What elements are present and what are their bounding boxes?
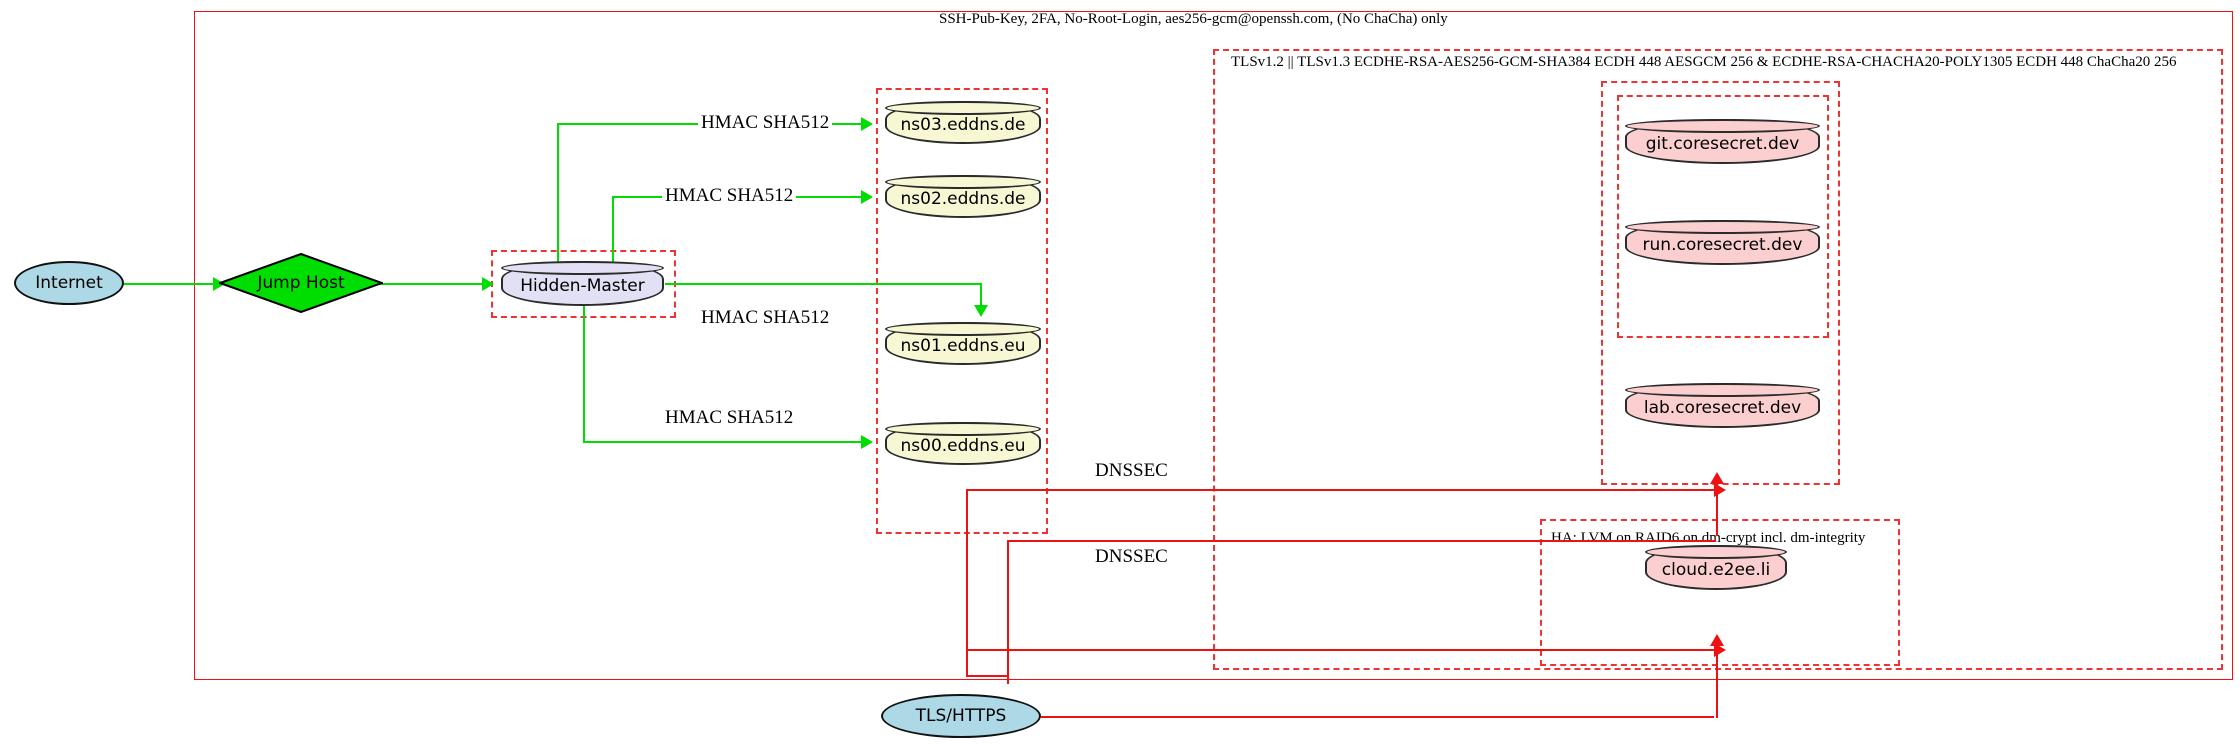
redge-dnssec-2-to-ellipse	[966, 675, 1009, 677]
node-lab-coresecret-label: lab.coresecret.dev	[1643, 397, 1802, 418]
edge-internet-to-jumphost	[92, 283, 219, 285]
arrowhead-hiddenmaster-in	[482, 277, 494, 291]
cylinder-cap-icon	[885, 101, 1041, 115]
diamond-shape-icon	[219, 253, 383, 313]
arrowhead-ns01-in	[974, 305, 988, 317]
redge-tlshttps-riser	[1716, 646, 1718, 718]
edge-hm-to-ns01-vertical	[980, 283, 982, 307]
node-cloud-e2ee-label: cloud.e2ee.li	[1661, 559, 1771, 580]
edge-hm-to-ns00-horizontal	[583, 441, 865, 443]
node-ns00-label: ns00.eddns.eu	[900, 435, 1026, 456]
arrowhead-lower-up	[1710, 634, 1724, 646]
node-cloud-e2ee[interactable]: cloud.e2ee.li	[1645, 545, 1787, 590]
cylinder-cap-icon	[1625, 220, 1820, 234]
cluster-ha-label: HA: LVM on RAID6 on dm-crypt incl. dm-in…	[1551, 530, 1866, 546]
arrowhead-lower-right	[1714, 643, 1726, 657]
cluster-tls-label: TLSv1.2 || TLSv1.3 ECDHE-RSA-AES256-GCM-…	[1231, 54, 2177, 70]
node-lab-coresecret[interactable]: lab.coresecret.dev	[1625, 383, 1820, 428]
cylinder-cap-icon	[501, 261, 664, 275]
node-ns00[interactable]: ns00.eddns.eu	[885, 422, 1041, 465]
redge-dnssec-1-left-vertical	[966, 489, 968, 675]
cylinder-cap-icon	[885, 322, 1041, 336]
arrowhead-jumphost-in	[213, 277, 225, 291]
edge-label-hmac-ns03: HMAC SHA512	[698, 112, 833, 134]
node-git-coresecret-label: git.coresecret.dev	[1645, 133, 1800, 154]
node-run-coresecret-label: run.coresecret.dev	[1642, 234, 1803, 255]
node-tls-https[interactable]: TLS/HTTPS	[881, 694, 1041, 738]
node-internet-label: Internet	[35, 273, 103, 293]
edge-label-hmac-ns01: HMAC SHA512	[698, 307, 833, 329]
edge-label-dnssec-2: DNSSEC	[1092, 546, 1171, 568]
node-tls-https-label: TLS/HTTPS	[915, 706, 1007, 726]
node-run-coresecret[interactable]: run.coresecret.dev	[1625, 220, 1820, 265]
node-jump-host-label: Jump Host	[257, 273, 345, 293]
cylinder-cap-icon	[1625, 119, 1820, 133]
cluster-coresecret-inner	[1617, 95, 1829, 338]
arrowhead-ns02-in	[861, 190, 873, 204]
edge-label-hmac-ns00: HMAC SHA512	[662, 407, 797, 429]
edge-hm-to-ns03-vertical	[557, 123, 559, 263]
node-git-coresecret[interactable]: git.coresecret.dev	[1625, 119, 1820, 164]
edge-label-hmac-ns02: HMAC SHA512	[662, 185, 797, 207]
redge-dnssec-1-horizontal	[966, 489, 1716, 491]
node-ns02-label: ns02.eddns.de	[900, 188, 1026, 209]
arrowhead-dnssec-1-right	[1714, 483, 1726, 497]
cluster-ha-boundary	[1540, 519, 1900, 666]
node-hidden-master-label: Hidden-Master	[520, 275, 645, 296]
node-internet[interactable]: Internet	[14, 261, 124, 305]
edge-hm-to-ns02-vertical	[612, 196, 614, 263]
arrowhead-dnssec-1-up	[1710, 472, 1724, 484]
cluster-ssh-label: SSH-Pub-Key, 2FA, No-Root-Login, aes256-…	[939, 11, 1448, 27]
arrowhead-ns00-in	[861, 435, 873, 449]
cylinder-cap-icon	[885, 175, 1041, 189]
redge-dnssec-2-left-vertical	[1007, 540, 1009, 675]
edge-hm-to-ns00-vertical	[583, 305, 585, 441]
node-hidden-master[interactable]: Hidden-Master	[501, 261, 664, 306]
node-ns03[interactable]: ns03.eddns.de	[885, 101, 1041, 144]
redge-tlshttps-right	[1041, 716, 1714, 718]
edge-hm-to-ns01-horizontal	[665, 283, 982, 285]
arrowhead-ns03-in	[861, 117, 873, 131]
node-ns01-label: ns01.eddns.eu	[900, 335, 1026, 356]
cylinder-cap-icon	[1645, 545, 1787, 559]
redge-lower-span	[966, 649, 1718, 651]
edge-jumphost-to-hiddenmaster	[302, 283, 482, 285]
redge-dnssec-2-horizontal	[1007, 540, 1716, 542]
redge-tlshttps-up	[1007, 675, 1009, 684]
redge-dnssec-1-riser	[1716, 478, 1718, 536]
node-ns02[interactable]: ns02.eddns.de	[885, 175, 1041, 218]
cluster-tls-boundary	[1213, 49, 2223, 670]
cylinder-cap-icon	[1625, 383, 1820, 397]
cluster-ssh-boundary	[194, 11, 2233, 680]
node-ns01[interactable]: ns01.eddns.eu	[885, 322, 1041, 365]
cylinder-cap-icon	[885, 422, 1041, 436]
node-jump-host[interactable]: Jump Host	[219, 253, 383, 313]
edge-label-dnssec-1: DNSSEC	[1092, 460, 1171, 482]
node-ns03-label: ns03.eddns.de	[900, 114, 1026, 135]
cluster-nameservers-boundary	[876, 88, 1048, 534]
